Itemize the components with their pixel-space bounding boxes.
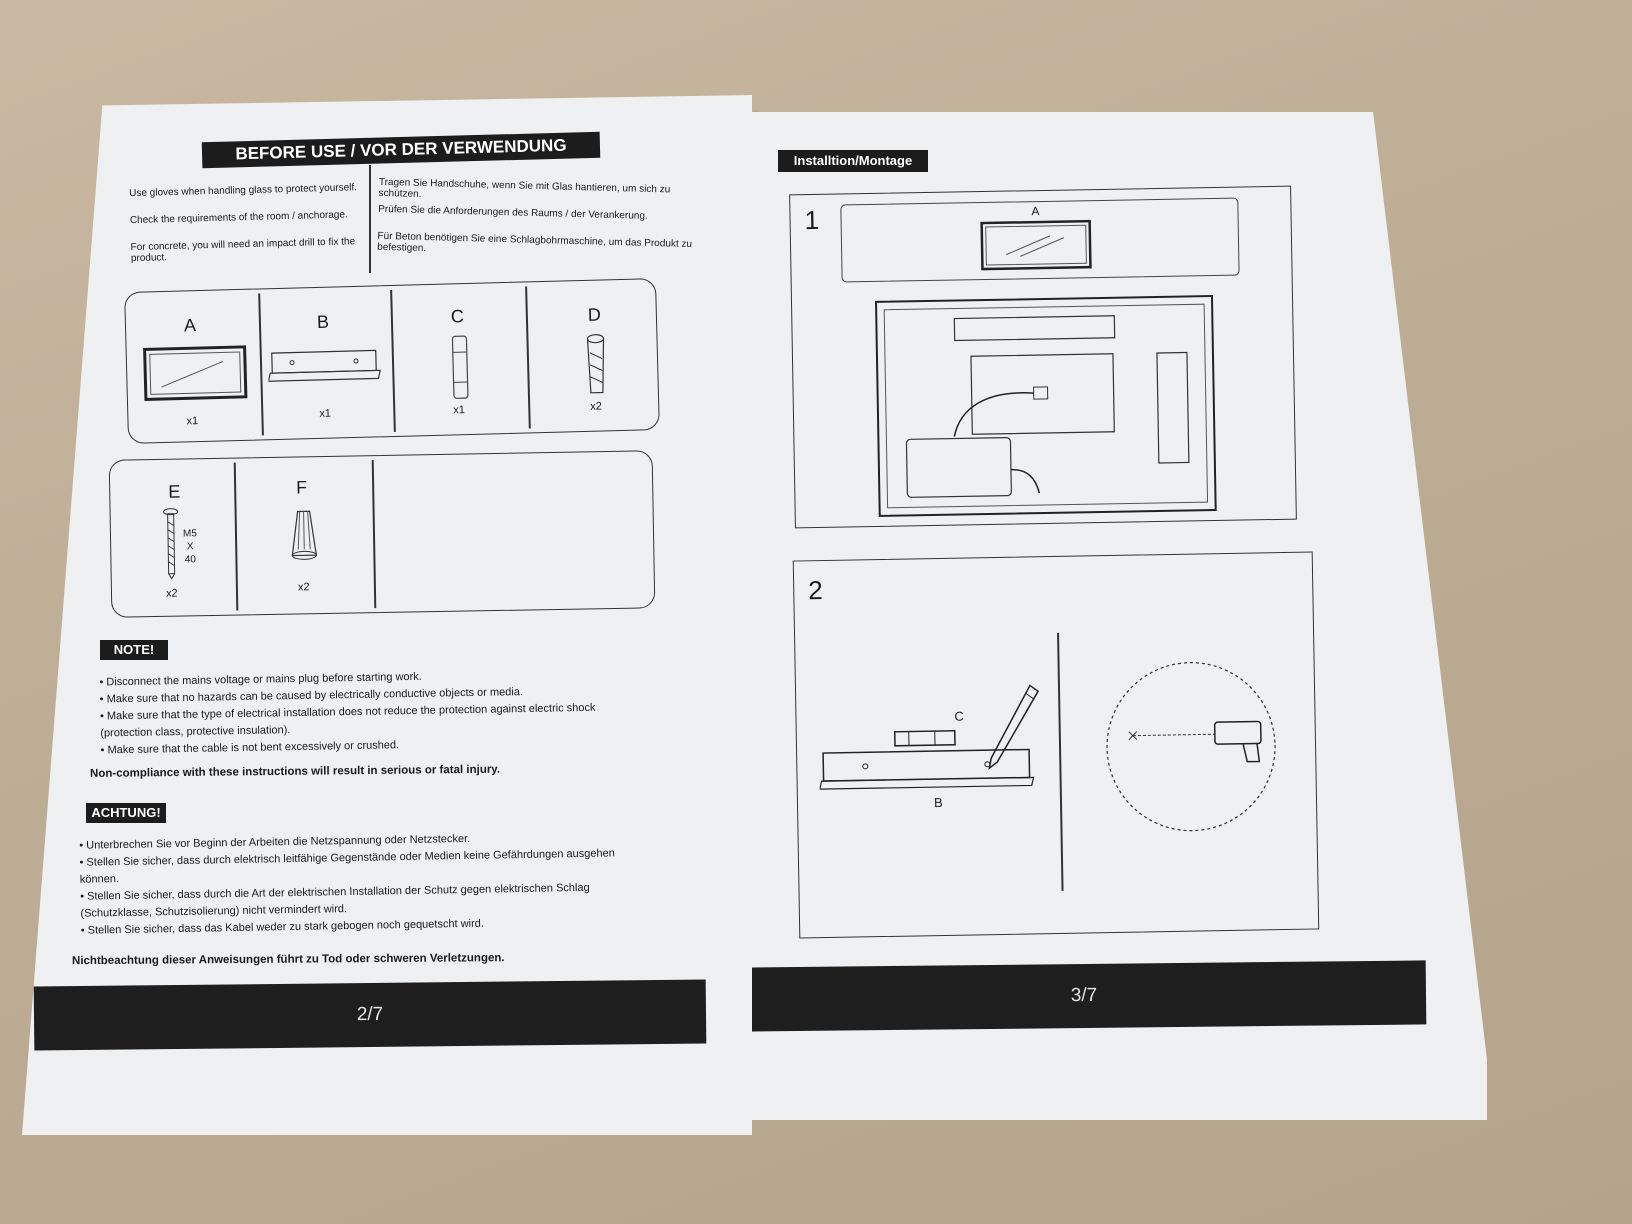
part-f-count: x2	[297, 581, 310, 594]
right-page: Installtion/Montage 1 A 2 C	[752, 112, 1487, 1120]
achtung-list: Unterbrechen Sie vor Beginn der Arbeiten…	[79, 828, 621, 939]
part-d: D x2	[525, 279, 659, 432]
page-number-right: 3/7	[1070, 984, 1098, 1007]
screw-spec-40: 40	[184, 554, 197, 566]
part-e: E M5 X 40 x2	[110, 459, 237, 617]
step2-number: 2	[808, 575, 823, 606]
part-b-letter: B	[316, 311, 330, 332]
instructions-de: Tragen Sie Handschuhe, wenn Sie mit Glas…	[377, 177, 699, 261]
parts-box-row2: E M5 X 40 x2 F x2	[108, 450, 656, 618]
achtung-warning: Nichtbeachtung dieser Anweisungen führt …	[71, 952, 505, 968]
instructions-divider	[369, 165, 371, 273]
part-a-letter: A	[183, 315, 197, 336]
note-warning: Non-compliance with these instructions w…	[89, 763, 501, 780]
step1-mirror-panel: A	[840, 197, 1240, 283]
part-b: B x1	[258, 286, 394, 439]
screw-spec-m5: M5	[182, 528, 197, 540]
page-number-left: 2/7	[356, 1003, 384, 1026]
right-page-footer: 3/7	[752, 960, 1427, 1032]
left-page-footer: 2/7	[33, 979, 707, 1051]
note-list: Disconnect the mains voltage or mains pl…	[99, 666, 610, 760]
part-d-count: x2	[590, 400, 603, 413]
bracket-icon	[267, 349, 381, 382]
cylinder-icon	[451, 335, 469, 399]
part-e-letter: E	[168, 481, 181, 502]
step2-label-b: B	[933, 794, 943, 811]
before-use-title: BEFORE USE / VOR DER VERWENDUNG	[235, 135, 567, 164]
left-page: BEFORE USE / VOR DER VERWENDUNG Use glov…	[22, 95, 752, 1135]
part-f-letter: F	[296, 477, 308, 498]
note-label: NOTE!	[100, 640, 168, 660]
screw-spec: M5 X 40	[183, 527, 198, 566]
parts-box-row1: A x1 B x1 C x1	[124, 278, 660, 444]
screw-spec-x: X	[186, 541, 194, 553]
step1-box: 1 A	[789, 185, 1297, 529]
achtung-label: ACHTUNG!	[86, 803, 166, 823]
step1-number: 1	[804, 204, 820, 236]
part-d-letter: D	[587, 304, 602, 325]
wall-plug-icon	[586, 334, 605, 394]
part-e-count: x2	[165, 587, 178, 600]
part-c-count: x1	[453, 404, 466, 417]
drill-detail-circle	[1106, 662, 1276, 832]
part-a-count: x1	[186, 415, 199, 428]
mirror-back-diagram	[874, 295, 1217, 517]
bracket-mark-diagram	[818, 730, 1035, 790]
installation-header: Installtion/Montage	[778, 150, 928, 172]
mirror-icon	[143, 345, 248, 401]
step2-box: 2 C B	[792, 551, 1320, 939]
part-c-letter: C	[450, 306, 465, 327]
part-f: F x2	[234, 456, 375, 614]
wire-nut-icon	[291, 510, 318, 560]
part-c: C x1	[390, 282, 529, 435]
pencil-icon	[988, 684, 1040, 770]
part-a: A x1	[125, 289, 262, 442]
instructions-en: Use gloves when handling glass to protec…	[129, 182, 371, 264]
screw-icon	[163, 508, 179, 580]
step1-label-a: A	[1031, 204, 1040, 219]
mirror-icon	[980, 219, 1092, 271]
part-b-count: x1	[319, 407, 332, 420]
before-use-header: BEFORE USE / VOR DER VERWENDUNG	[201, 131, 601, 169]
